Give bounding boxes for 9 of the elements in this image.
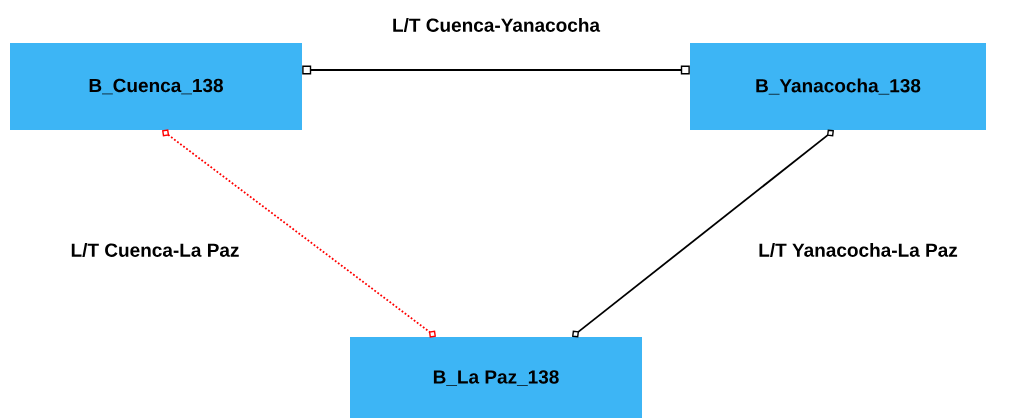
- bus-box: B_Cuenca_138: [10, 43, 302, 130]
- edge-label: L/T Cuenca-Yanacocha: [391, 16, 601, 34]
- transmission-line: [572, 129, 834, 338]
- edge-label: L/T Yanacocha-La Paz: [757, 241, 959, 259]
- edge-label: L/T Cuenca-La Paz: [69, 241, 241, 259]
- bus-box: B_La Paz_138: [350, 337, 642, 418]
- bus-box: B_Yanacocha_138: [690, 43, 986, 130]
- transmission-line: [162, 129, 436, 338]
- transmission-line: [302, 65, 690, 75]
